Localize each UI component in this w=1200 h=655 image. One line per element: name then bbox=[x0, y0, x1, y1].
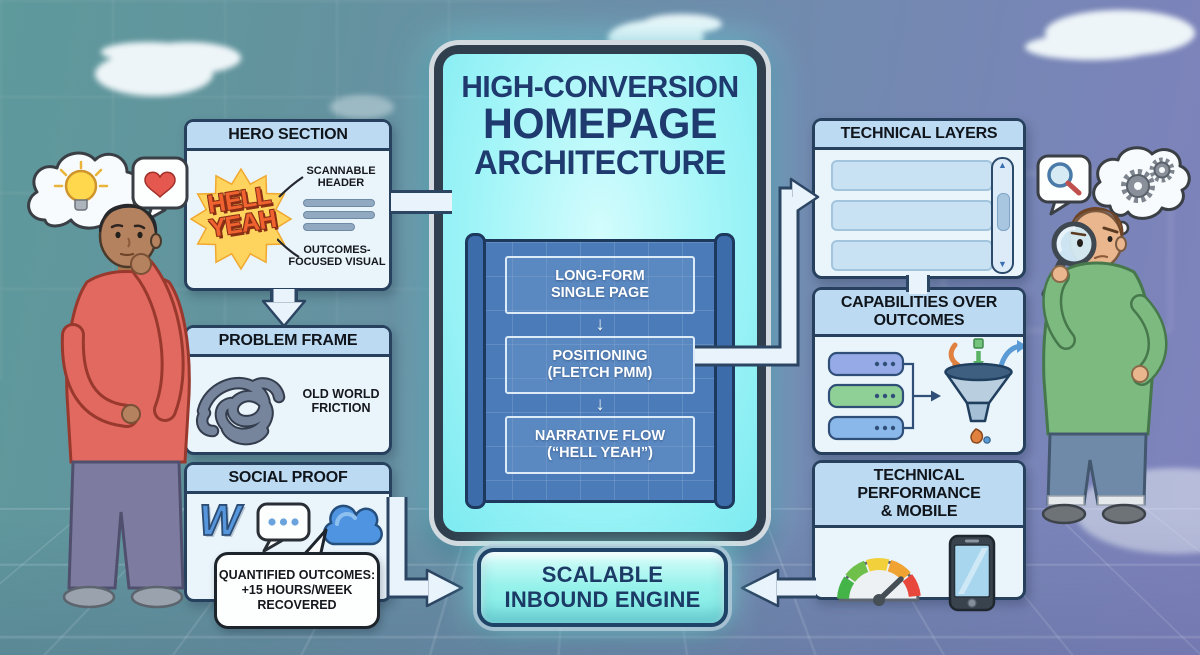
blueprint-right-roll bbox=[714, 233, 735, 509]
layer-row bbox=[831, 239, 993, 271]
text-line-bar bbox=[303, 198, 375, 207]
tablet-screen: HIGH-CONVERSION HOMEPAGE ARCHITECTURE LO… bbox=[443, 54, 757, 532]
text-line-bar bbox=[303, 210, 375, 219]
down-arrow-icon: ↓ bbox=[595, 314, 605, 335]
flow-step-positioning: POSITIONING (FLETCH PMM) bbox=[505, 336, 695, 394]
cloud-icon bbox=[322, 504, 383, 546]
hell-yeah-burst: HELL YEAH bbox=[189, 163, 293, 275]
performance-card: TECHNICAL PERFORMANCE & MOBILE bbox=[812, 460, 1026, 611]
scrollbar: ▲ ▼ bbox=[991, 156, 1014, 274]
layer-row bbox=[831, 199, 993, 231]
technical-layers-card: TECHNICAL LAYERS ▲ ▼ bbox=[812, 118, 1026, 279]
scroll-up-icon: ▲ bbox=[998, 159, 1007, 170]
technical-layers-header: TECHNICAL LAYERS bbox=[815, 121, 1023, 150]
scrollbar-thumb bbox=[996, 192, 1010, 231]
hero-section-header: HERO SECTION bbox=[187, 122, 389, 151]
capability-funnel-graphic bbox=[827, 338, 1027, 444]
main-title: HIGH-CONVERSION HOMEPAGE ARCHITECTURE bbox=[449, 71, 750, 181]
layer-row bbox=[831, 159, 993, 191]
tablet-device: HIGH-CONVERSION HOMEPAGE ARCHITECTURE LO… bbox=[429, 40, 771, 546]
main-title-line3: ARCHITECTURE bbox=[474, 144, 726, 183]
annotation-lines bbox=[277, 175, 304, 258]
text-line-bar bbox=[303, 222, 355, 231]
hero-section-card: HERO SECTION HELL YEAH SCANNABLE HEADER … bbox=[184, 119, 392, 291]
funnel-icon bbox=[944, 338, 1027, 444]
blueprint-scroll: LONG-FORM SINGLE PAGE ↓ POSITIONING (FLE… bbox=[465, 233, 735, 509]
cloud bbox=[95, 52, 213, 96]
starburst-icon bbox=[189, 167, 293, 271]
social-proof-header: SOCIAL PROOF bbox=[187, 465, 389, 494]
performance-header: TECHNICAL PERFORMANCE & MOBILE bbox=[815, 463, 1023, 528]
scalable-inbound-engine-badge: SCALABLE INBOUND ENGINE bbox=[477, 548, 728, 627]
w-logo-icon: W bbox=[198, 495, 241, 546]
old-world-friction-note: OLD WORLD FRICTION bbox=[302, 386, 380, 415]
speed-gauge-icon bbox=[837, 557, 921, 606]
problem-frame-card: PROBLEM FRAME OLD WORLD FRICTION bbox=[184, 325, 392, 455]
scannable-header-note: SCANNABLE HEADER bbox=[306, 164, 376, 190]
quantified-outcomes-callout: QUANTIFIED OUTCOMES: +15 HOURS/WEEK RECO… bbox=[214, 552, 380, 629]
blueprint-grid bbox=[475, 239, 725, 503]
tangled-knot-icon bbox=[196, 376, 286, 446]
flow-step-narrative: NARRATIVE FLOW (“HELL YEAH”) bbox=[505, 416, 695, 474]
down-arrow-icon: ↓ bbox=[595, 394, 605, 415]
flow-diagram: LONG-FORM SINGLE PAGE ↓ POSITIONING (FLE… bbox=[505, 256, 695, 491]
outcomes-visual-note: OUTCOMES- FOCUSED VISUAL bbox=[288, 243, 386, 269]
cloud bbox=[330, 95, 394, 119]
main-title-line1: HIGH-CONVERSION bbox=[461, 69, 739, 104]
scroll-down-icon: ▼ bbox=[998, 258, 1007, 269]
smartphone-icon bbox=[948, 534, 996, 611]
capabilities-card: CAPABILITIES OVER OUTCOMES bbox=[812, 287, 1027, 455]
cloud bbox=[1045, 10, 1195, 56]
tablet-frame: HIGH-CONVERSION HOMEPAGE ARCHITECTURE LO… bbox=[434, 45, 766, 541]
problem-frame-header: PROBLEM FRAME bbox=[187, 328, 389, 357]
flow-step-long-form: LONG-FORM SINGLE PAGE bbox=[505, 256, 695, 314]
capabilities-header: CAPABILITIES OVER OUTCOMES bbox=[815, 290, 1023, 337]
main-title-line2: HOMEPAGE bbox=[483, 99, 717, 148]
chat-bubble-icon bbox=[256, 502, 311, 553]
capability-pills bbox=[827, 351, 941, 440]
blueprint-left-roll bbox=[465, 233, 486, 509]
